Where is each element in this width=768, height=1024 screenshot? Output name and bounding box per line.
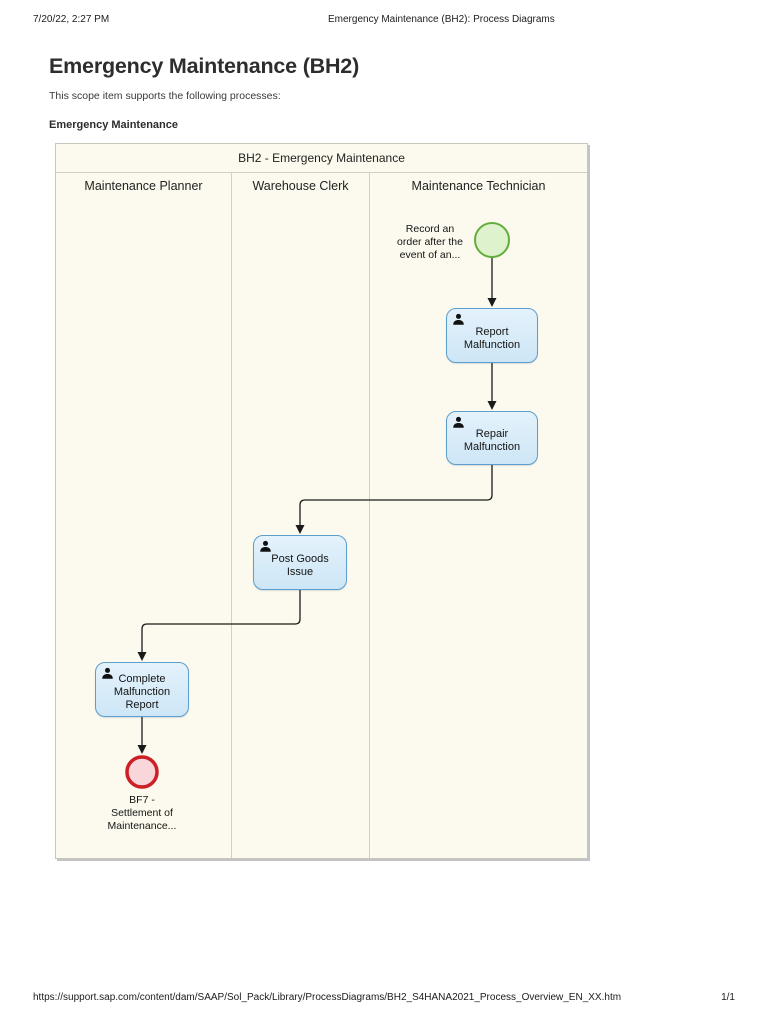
print-page-indicator: 1/1 (721, 992, 735, 1003)
swimlane-maintenance-planner: Maintenance Planner (56, 173, 232, 858)
task-label: Complete Malfunction Report (113, 673, 171, 711)
start-event-label-line: order after the (397, 236, 463, 248)
end-event-label-line: Maintenance... (107, 820, 177, 832)
task-label: Repair Malfunction (463, 428, 521, 453)
end-event-label: BF7 - Settlement of Maintenance... (94, 794, 190, 833)
user-icon (452, 313, 465, 330)
process-diagram-pool: BH2 - Emergency Maintenance Maintenance … (55, 143, 588, 859)
start-event-label-line: Record an (405, 223, 455, 235)
end-event-label-line: BF7 - (129, 794, 155, 806)
user-icon (101, 667, 114, 684)
task-complete-malfunction-report: Complete Malfunction Report (95, 662, 189, 717)
page-title: Emergency Maintenance (BH2) (49, 54, 360, 78)
intro-text: This scope item supports the following p… (49, 90, 281, 102)
print-source-url: https://support.sap.com/content/dam/SAAP… (33, 992, 622, 1003)
user-icon (259, 540, 272, 557)
start-event-label: Record an order after the event of an... (382, 223, 478, 262)
print-document-title: Emergency Maintenance (BH2): Process Dia… (328, 14, 555, 25)
task-label: Post Goods Issue (271, 552, 329, 578)
print-timestamp: 7/20/22, 2:27 PM (33, 14, 110, 25)
task-post-goods-issue: Post Goods Issue (253, 535, 347, 590)
start-event-label-line: event of an... (399, 249, 461, 261)
pool-title: BH2 - Emergency Maintenance (56, 144, 587, 173)
end-event-label-line: Settlement of (111, 807, 173, 819)
section-label: Emergency Maintenance (49, 119, 178, 131)
swimlanes: Maintenance Planner Warehouse Clerk Main… (56, 173, 587, 858)
lane-title: Maintenance Technician (411, 179, 546, 193)
task-repair-malfunction: Repair Malfunction (446, 411, 538, 465)
task-label: Report Malfunction (463, 325, 521, 351)
swimlane-maintenance-technician: Maintenance Technician (370, 173, 587, 858)
lane-title: Warehouse Clerk (252, 179, 349, 193)
lane-title: Maintenance Planner (84, 179, 203, 193)
user-icon (452, 416, 465, 433)
swimlane-warehouse-clerk: Warehouse Clerk (232, 173, 370, 858)
task-report-malfunction: Report Malfunction (446, 308, 538, 363)
